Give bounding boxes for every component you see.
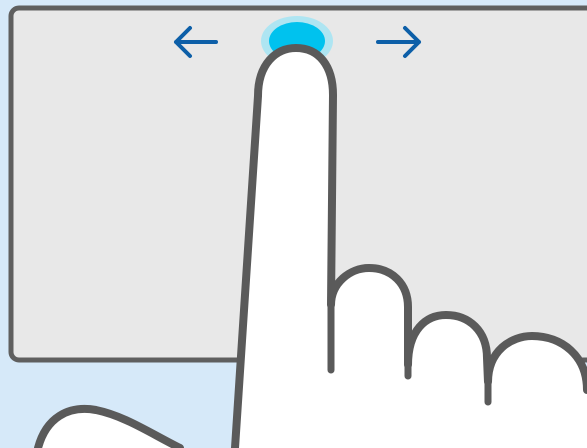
gesture-illustration <box>0 0 587 448</box>
illustration-canvas <box>0 0 587 448</box>
